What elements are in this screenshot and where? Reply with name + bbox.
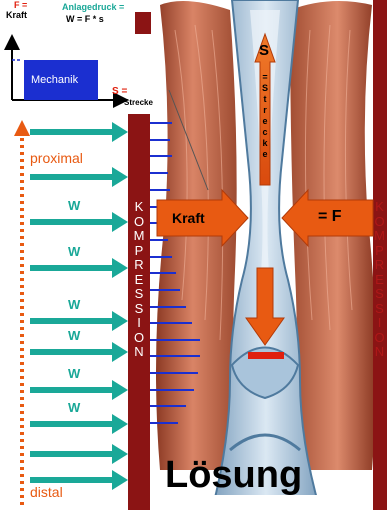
strecke-letter: c <box>262 127 267 138</box>
w-label: W <box>68 400 80 415</box>
kompression-left: K O M P R E S S I O N <box>131 200 147 360</box>
kompression-letter: M <box>134 229 145 244</box>
f-arrow-label: = F <box>318 208 342 226</box>
kompression-letter: I <box>378 316 382 331</box>
kompression-letter: K <box>375 200 384 215</box>
kompression-letter: P <box>135 244 144 259</box>
strecke-letter: e <box>262 149 267 160</box>
graph-formula: W = F * s <box>66 14 104 24</box>
w-label: W <box>68 244 80 259</box>
strecke-letter: = <box>262 72 267 83</box>
kompression-letter: S <box>135 302 144 317</box>
strecke-letter: k <box>262 138 267 149</box>
w-label: W <box>68 328 80 343</box>
kompression-letter: R <box>134 258 143 273</box>
graph-kraft-label: Kraft <box>6 10 27 20</box>
mechanik-label: Mechanik <box>31 74 78 86</box>
w-label: W <box>68 198 80 213</box>
kompression-letter: E <box>375 273 384 288</box>
kompression-letter: O <box>374 215 384 230</box>
kompression-letter: E <box>135 273 144 288</box>
strecke-vertical-label: = S t r e c k e <box>258 72 272 160</box>
kompression-letter: K <box>135 200 144 215</box>
kompression-letter: S <box>135 287 144 302</box>
direction-arrow <box>14 120 30 505</box>
kompression-letter: N <box>375 345 384 360</box>
kompression-letter: I <box>137 316 141 331</box>
w-label: W <box>68 297 80 312</box>
strecke-letter: r <box>263 105 267 116</box>
kompression-letter: P <box>375 244 384 259</box>
kompression-letter: S <box>375 287 384 302</box>
kraft-arrow-label: Kraft <box>172 210 205 226</box>
graph-f-label: F = <box>14 0 27 10</box>
strecke-letter: S <box>262 83 268 94</box>
graph-strecke-label: Strecke <box>124 98 153 107</box>
distal-label: distal <box>30 484 63 500</box>
kompression-letter: R <box>375 258 384 273</box>
solution-box <box>157 495 373 510</box>
solution-label: Lösung <box>165 454 302 497</box>
strecke-s-label: S <box>259 42 269 59</box>
valve-bar <box>248 352 284 359</box>
kompression-letter: S <box>375 302 384 317</box>
kompression-letter: N <box>134 345 143 360</box>
kompression-letter: O <box>374 331 384 346</box>
strecke-letter: e <box>262 116 267 127</box>
graph-s-label: S = <box>112 86 127 97</box>
kompression-right: K O M P R E S S I O N <box>372 200 387 360</box>
graph-anlagedruck-label: Anlagedruck = <box>62 2 124 12</box>
kompression-letter: M <box>374 229 385 244</box>
kompression-letter: O <box>134 331 144 346</box>
strecke-letter: t <box>264 94 267 105</box>
w-label: W <box>68 366 80 381</box>
kompression-letter: O <box>134 215 144 230</box>
proximal-label: proximal <box>30 150 83 166</box>
